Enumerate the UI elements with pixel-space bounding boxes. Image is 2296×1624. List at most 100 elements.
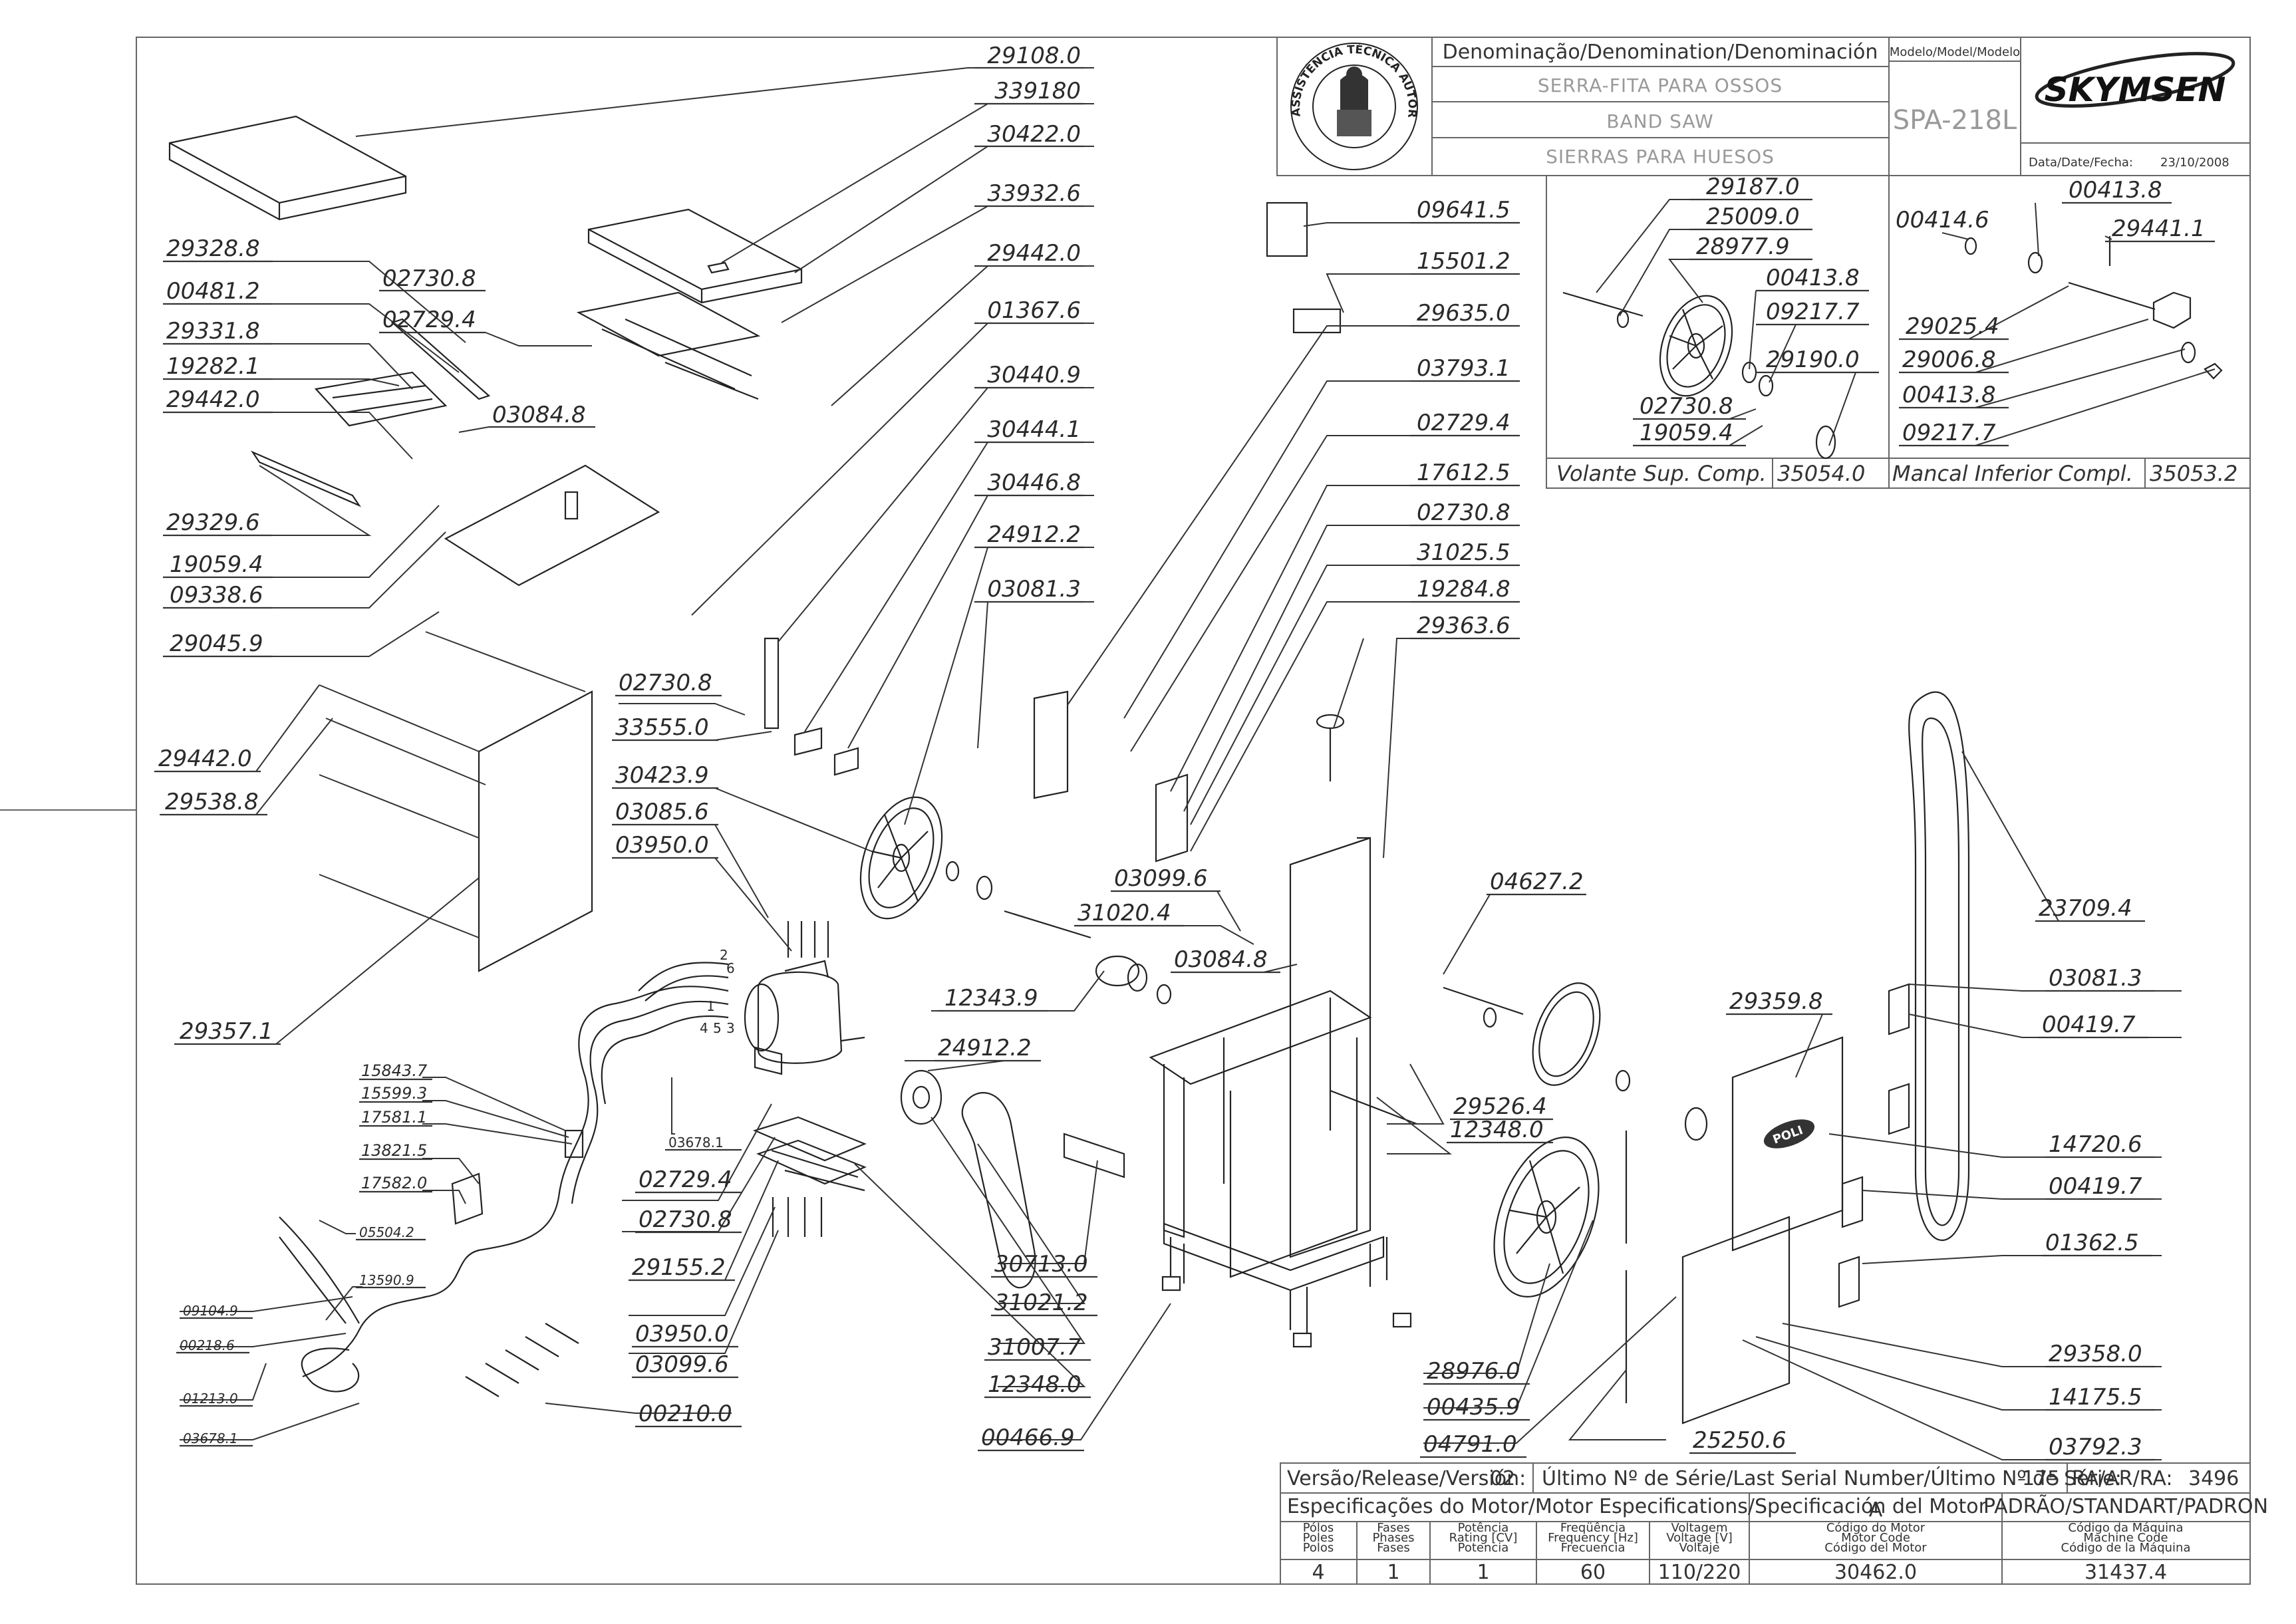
name-en: BAND SAW: [1606, 110, 1713, 132]
svg-text:30446.8: 30446.8: [987, 470, 1081, 496]
part-label: 03793.1: [1410, 355, 1520, 382]
svg-text:03678.1: 03678.1: [183, 1430, 238, 1446]
part-label: 29155.2: [629, 1254, 735, 1282]
svg-text:30444.1: 30444.1: [987, 416, 1081, 443]
spec-col-phases: Fases Phases Fases 1: [1372, 1521, 1414, 1584]
svg-text:29442.0: 29442.0: [158, 745, 252, 772]
svg-text:31021.2: 31021.2: [994, 1289, 1088, 1316]
svg-text:09217.7: 09217.7: [1902, 420, 1996, 446]
part-label: 19059.4: [163, 551, 273, 579]
svg-text:23709.4: 23709.4: [2039, 895, 2132, 922]
denomination-label: Denominação/Denomination/Denominación: [1443, 41, 1878, 64]
part-label: 29526.4: [1450, 1093, 1553, 1121]
guide-frame: [314, 371, 448, 427]
part-label: 02730.8: [379, 265, 486, 292]
sliding-table: [587, 208, 803, 304]
part-label: 12343.9: [938, 985, 1048, 1012]
svg-text:02730.8: 02730.8: [619, 670, 712, 696]
spec-col-frequency: Freqüência Frequency [Hz] Frecuencia 60: [1548, 1521, 1638, 1584]
base-plate: [444, 464, 660, 587]
side-panel: [478, 690, 593, 972]
part-label: 00218.6: [176, 1337, 249, 1354]
seal-text: ASSISTÊNCIA TÉCNICA AUTORIZADA: [0, 0, 1419, 118]
saw-blade: [1908, 691, 1970, 1241]
svg-text:00210.0: 00210.0: [639, 1401, 732, 1427]
warning-label: [1266, 202, 1308, 257]
part-label: 29190.0: [1756, 346, 1879, 374]
part-label: 15501.2: [1410, 248, 1520, 275]
part-label: 29635.0: [1410, 300, 1520, 327]
frame-top-rails: [1149, 990, 1372, 1085]
svg-text:Voltage [V]: Voltage [V]: [1666, 1531, 1733, 1545]
svg-text:29635.0: 29635.0: [1417, 300, 1510, 327]
tension-knob: [1316, 714, 1345, 730]
vertical-guide: [764, 637, 780, 730]
part-label: 03081.3: [2045, 965, 2155, 992]
part-label: 14175.5: [2045, 1384, 2155, 1411]
svg-text:29538.8: 29538.8: [165, 789, 259, 815]
inset-upper-wheel: Volante Sup. Comp. 35054.0: [1546, 175, 1890, 489]
part-label: 03081.3: [974, 576, 1084, 603]
guard-lower: [1681, 1216, 1791, 1424]
motor-spec-label: Especificações do Motor/Motor Especifica…: [1287, 1495, 1987, 1518]
svg-text:Rating [CV]: Rating [CV]: [1449, 1531, 1518, 1545]
blade-cover: [1033, 690, 1069, 799]
guide-bar: [390, 318, 491, 400]
svg-text:29190.0: 29190.0: [1766, 346, 1860, 373]
svg-text:19059.4: 19059.4: [1640, 420, 1733, 446]
upper-wheel: [859, 796, 943, 920]
part-label: 25250.6: [1689, 1427, 1796, 1454]
svg-text:Fases: Fases: [1377, 1521, 1410, 1535]
svg-text:13821.5: 13821.5: [361, 1141, 427, 1160]
svg-text:Voltagem: Voltagem: [1671, 1521, 1727, 1535]
svg-text:Poles: Poles: [1303, 1531, 1334, 1545]
belt-cover-plate: [1063, 1133, 1125, 1178]
part-label: 03950.0: [632, 1321, 738, 1348]
part-label: 29359.8: [1726, 988, 1832, 1015]
inset-right-title: Mancal Inferior Compl.: [1892, 461, 2133, 486]
part-label: 23709.4: [2035, 895, 2145, 922]
svg-text:29358.0: 29358.0: [2049, 1341, 2142, 1367]
date-label: Data/Date/Fecha:: [2029, 156, 2133, 170]
part-label: 30422.0: [974, 121, 1084, 148]
svg-text:25250.6: 25250.6: [1693, 1427, 1787, 1454]
part-label: 03678.1: [665, 1135, 742, 1151]
wire-number: 4: [700, 1020, 708, 1036]
part-label: 24912.2: [934, 1035, 1041, 1062]
part-label: 00413.8: [2062, 177, 2172, 204]
part-label: 29331.8: [163, 318, 273, 345]
svg-text:00419.7: 00419.7: [2042, 1012, 2136, 1038]
serial-label: Último Nº de Série/Last Serial Number/Úl…: [1542, 1466, 2122, 1490]
svg-text:Frecuencia: Frecuencia: [1561, 1541, 1626, 1555]
svg-text:31437.4: 31437.4: [2084, 1561, 2167, 1584]
part-label: 09217.7: [1899, 420, 2009, 447]
part-label: 09217.7: [1756, 299, 1869, 326]
svg-text:15599.3: 15599.3: [361, 1084, 427, 1103]
svg-text:15843.7: 15843.7: [361, 1061, 428, 1080]
svg-text:01367.6: 01367.6: [987, 297, 1081, 324]
part-label: 15843.7: [359, 1061, 432, 1081]
part-label: 30713.0: [991, 1251, 1097, 1278]
part-label: 29358.0: [2045, 1341, 2155, 1368]
part-label: 00413.8: [1756, 265, 1869, 292]
part-label: 09104.9: [180, 1303, 253, 1319]
svg-text:14175.5: 14175.5: [2049, 1384, 2142, 1411]
svg-text:09641.5: 09641.5: [1417, 197, 1510, 223]
svg-text:02730.8: 02730.8: [1640, 393, 1733, 420]
cabinet-body: [1229, 1037, 1358, 1278]
part-label: 31025.5: [1410, 539, 1520, 567]
svg-text:19059.4: 19059.4: [170, 551, 263, 578]
part-label: 31021.2: [991, 1289, 1097, 1317]
skymsen-logo: SKYMSEN: [2035, 52, 2235, 109]
part-label: 29441.1: [2105, 215, 2215, 243]
part-labels: 29108.0 339180 30422.0 33932.6 29442.0 0…: [154, 43, 2215, 1461]
svg-text:00413.8: 00413.8: [1766, 265, 1860, 291]
svg-text:12348.0: 12348.0: [1450, 1117, 1544, 1143]
part-label: 02729.4: [379, 307, 486, 334]
part-label: 29442.0: [154, 745, 261, 773]
inset-lower-bearing: Mancal Inferior Compl. 35053.2: [1888, 175, 2251, 489]
svg-text:17582.0: 17582.0: [361, 1174, 427, 1192]
wire-number: 1: [706, 998, 715, 1014]
svg-text:09338.6: 09338.6: [170, 582, 263, 609]
part-label: 01213.0: [180, 1391, 253, 1407]
